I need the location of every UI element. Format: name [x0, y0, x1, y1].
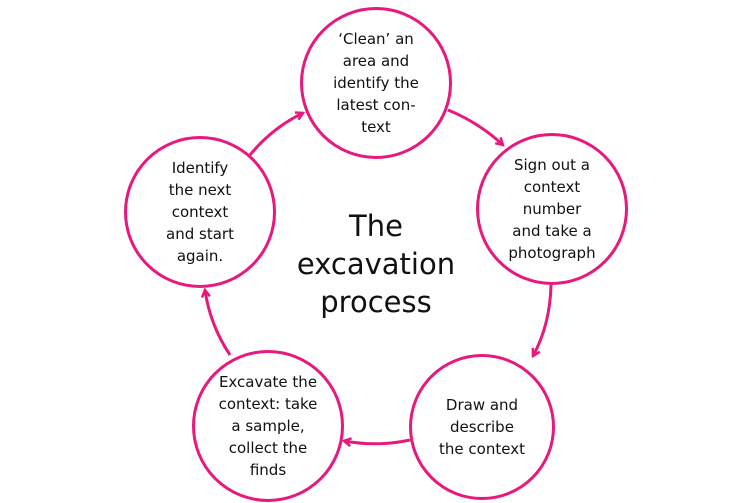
step-label: Draw and describe the context	[439, 396, 525, 458]
arrow-step5-to-step1	[248, 113, 303, 156]
step-excavate: Excavate the context: take a sample, col…	[192, 350, 344, 502]
step-label: Excavate the context: take a sample, col…	[218, 373, 318, 479]
step-label: Identify the next context and start agai…	[166, 159, 234, 265]
arrow-step1-to-step2	[447, 108, 503, 145]
step-identify-next: Identify the next context and start agai…	[124, 136, 276, 288]
step-clean-area: ‘Clean’ an area and identify the latest …	[300, 7, 452, 159]
step-draw-describe: Draw and describe the context	[409, 354, 555, 500]
arrow-step4-to-step5	[205, 290, 232, 356]
step-label: Sign out a context number and take a pho…	[508, 156, 596, 262]
step-sign-out-context: Sign out a context number and take a pho…	[476, 133, 628, 285]
diagram-title: The excavation process	[296, 209, 456, 319]
step-label: ‘Clean’ an area and identify the latest …	[333, 30, 419, 136]
arrow-step2-to-step3	[533, 284, 553, 356]
arrow-step3-to-step4	[344, 440, 411, 444]
